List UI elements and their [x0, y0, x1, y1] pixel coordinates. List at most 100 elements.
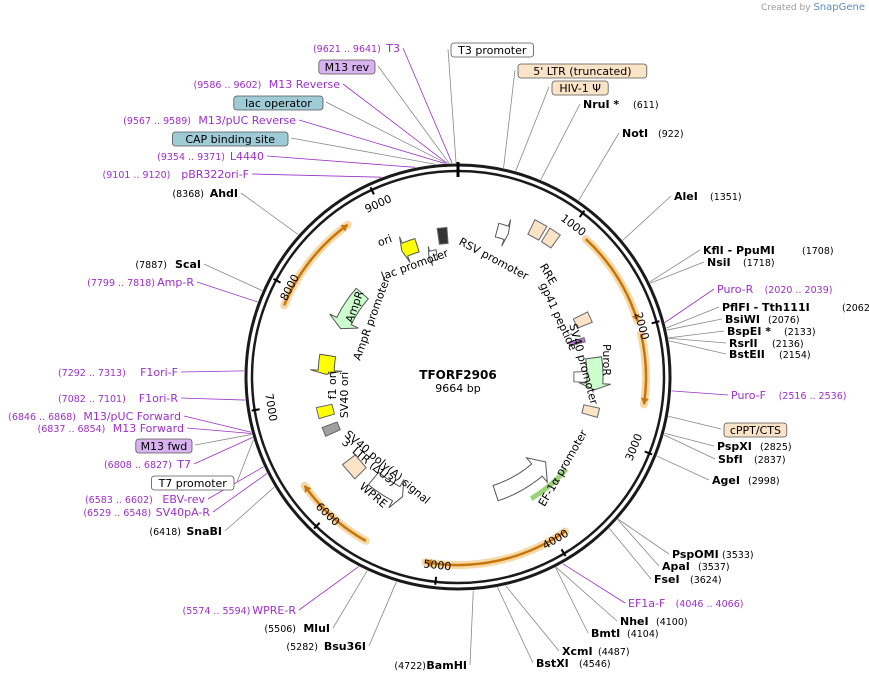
- ef1a-green-arc: [529, 467, 569, 501]
- site-label-primer[interactable]: M13/pUC Reverse(9567 .. 9589): [123, 114, 296, 127]
- site-label-enzyme[interactable]: PflFI - Tth111I(2062): [722, 301, 869, 314]
- site-label-enzyme[interactable]: MluI(5506): [264, 622, 330, 635]
- site-label-enzyme[interactable]: FseI(3624): [654, 573, 722, 586]
- leader-line: [515, 86, 550, 172]
- site-label-enzyme[interactable]: XcmI(4487): [562, 645, 630, 658]
- leader-line: [251, 173, 382, 178]
- leader-line: [622, 195, 672, 241]
- label-badge: [450, 42, 534, 58]
- leader-line: [402, 47, 453, 164]
- site-label-primer[interactable]: SV40pA-R(6529 .. 6548): [83, 506, 210, 519]
- feature-label: f1 ori: [326, 371, 339, 400]
- site-label-primer[interactable]: EF1a-F(4046 .. 4066): [628, 597, 743, 610]
- site-label-enzyme[interactable]: NheI(4100): [620, 615, 688, 628]
- site-label-enzyme[interactable]: AleI(1351): [674, 190, 742, 203]
- leader-line: [298, 566, 359, 611]
- label-position: (3624): [690, 575, 722, 586]
- ampr-arc-head: [340, 224, 348, 232]
- site-label-badge[interactable]: lac operator: [233, 95, 324, 111]
- site-label-enzyme[interactable]: SnaBI(6418): [149, 525, 222, 538]
- label-name: T3: [385, 42, 400, 55]
- label-position: (7082 .. 7101): [58, 394, 126, 405]
- label-position: (7292 .. 7313): [58, 368, 126, 379]
- site-label-badge[interactable]: M13 fwd: [135, 438, 193, 454]
- site-label-enzyme[interactable]: BstXI(4546): [536, 657, 611, 670]
- ef1a-promoter-arrow: [492, 457, 548, 502]
- leader-line: [666, 306, 720, 329]
- label-badge: [135, 438, 193, 454]
- site-label-enzyme[interactable]: AgeI(2998): [712, 474, 780, 487]
- label-name: ApaI: [662, 560, 690, 573]
- label-position: (4046 .. 4066): [676, 599, 744, 610]
- site-label-enzyme[interactable]: BamHI(4722): [394, 659, 467, 672]
- site-label-badge[interactable]: CAP binding site: [171, 131, 289, 147]
- site-label-primer[interactable]: T7(6808 .. 6827): [104, 458, 191, 471]
- leader-line: [668, 340, 727, 355]
- site-label-enzyme[interactable]: Bsu36I(5282): [286, 640, 366, 653]
- lac-promoter-arrow: [427, 246, 439, 266]
- site-label-badge[interactable]: HIV-1 Ψ: [551, 80, 609, 96]
- leader-line: [668, 330, 725, 339]
- site-label-enzyme[interactable]: PspXI(2825): [717, 440, 792, 453]
- site-label-primer[interactable]: T3(9621 .. 9641): [313, 42, 400, 55]
- tick-label-8000: 8000: [278, 272, 303, 303]
- site-label-badge[interactable]: 5' LTR (truncated): [517, 63, 648, 79]
- site-label-enzyme[interactable]: NotI(922): [622, 127, 684, 140]
- site-label-enzyme[interactable]: KflI - PpuMI(1708): [703, 244, 834, 257]
- leader-line: [666, 318, 723, 331]
- site-label-enzyme[interactable]: BsiWI(2076): [725, 313, 800, 326]
- site-label-primer[interactable]: Puro-F(2516 .. 2536): [731, 389, 846, 402]
- site-label-enzyme[interactable]: BspEI *(2133): [727, 325, 816, 338]
- site-label-enzyme[interactable]: ScaI(7887): [135, 258, 201, 271]
- leader-line: [649, 249, 701, 283]
- site-label-enzyme[interactable]: PspOMI(3533): [672, 548, 754, 561]
- site-label-primer[interactable]: Amp-R(7799 .. 7818): [87, 276, 194, 289]
- leader-line: [650, 261, 705, 284]
- label-position: (3537): [698, 562, 730, 573]
- site-label-primer[interactable]: WPRE-R(5574 .. 5594): [183, 604, 297, 617]
- site-label-enzyme[interactable]: BstEII(2154): [729, 348, 811, 361]
- label-position: (6808 .. 6827): [104, 460, 172, 471]
- label-name: BstEII: [729, 348, 765, 361]
- site-label-enzyme[interactable]: NsiI(1718): [707, 256, 775, 269]
- site-label-badge[interactable]: M13 rev: [318, 59, 376, 75]
- label-position: (7887): [135, 260, 167, 271]
- label-name: NotI: [622, 127, 648, 140]
- site-label-enzyme[interactable]: RsrII(2136): [729, 337, 804, 350]
- site-label-primer[interactable]: F1ori-R(7082 .. 7101): [58, 392, 178, 405]
- site-label-badge[interactable]: T7 promoter: [150, 475, 235, 491]
- site-label-primer[interactable]: pBR322ori-F(9101 .. 9120): [103, 168, 249, 181]
- hiv-block: [540, 227, 561, 249]
- label-name: BamHI: [426, 659, 467, 672]
- site-label-enzyme[interactable]: AhdI(8368): [172, 187, 238, 200]
- site-label-primer[interactable]: EBV-rev(6583 .. 6602): [85, 493, 206, 506]
- tick-8000: [273, 277, 282, 284]
- label-name: NheI: [620, 615, 649, 628]
- leader-line: [497, 587, 534, 664]
- label-name: Puro-F: [731, 389, 766, 402]
- site-label-enzyme[interactable]: BmtI(4104): [591, 627, 659, 640]
- leader-line: [609, 528, 652, 580]
- label-badge: [150, 475, 235, 491]
- label-position: (2998): [748, 476, 780, 487]
- site-label-primer[interactable]: Puro-R(2020 .. 2039): [717, 283, 832, 296]
- site-label-enzyme[interactable]: SbfI(2837): [718, 453, 786, 466]
- label-position: (7799 .. 7818): [87, 278, 155, 289]
- label-leader-lines: [180, 47, 729, 666]
- label-position: (5506): [264, 624, 296, 635]
- site-label-enzyme[interactable]: ApaI (3537): [662, 560, 730, 573]
- label-badge: [551, 80, 609, 96]
- label-position: (9567 .. 9589): [123, 116, 191, 127]
- tick-9000: [369, 186, 375, 195]
- label-position: (4546): [579, 659, 611, 670]
- feature-label: ori: [376, 232, 394, 249]
- site-label-primer[interactable]: M13 Reverse(9586 .. 9602): [194, 78, 341, 91]
- site-label-badge[interactable]: cPPT/CTS: [723, 422, 788, 438]
- site-label-enzyme[interactable]: NruI *(611): [583, 98, 659, 111]
- leader-line: [540, 103, 581, 180]
- site-label-badge[interactable]: T3 promoter: [450, 42, 534, 58]
- site-label-primer[interactable]: L4440(9354 .. 9371): [157, 150, 264, 163]
- site-label-primer[interactable]: F1ori-F(7292 .. 7313): [58, 366, 178, 379]
- site-label-primer[interactable]: M13 Forward(6837 .. 6854): [38, 422, 184, 435]
- site-label-primer[interactable]: M13/pUC Forward(6846 .. 6868): [8, 410, 181, 423]
